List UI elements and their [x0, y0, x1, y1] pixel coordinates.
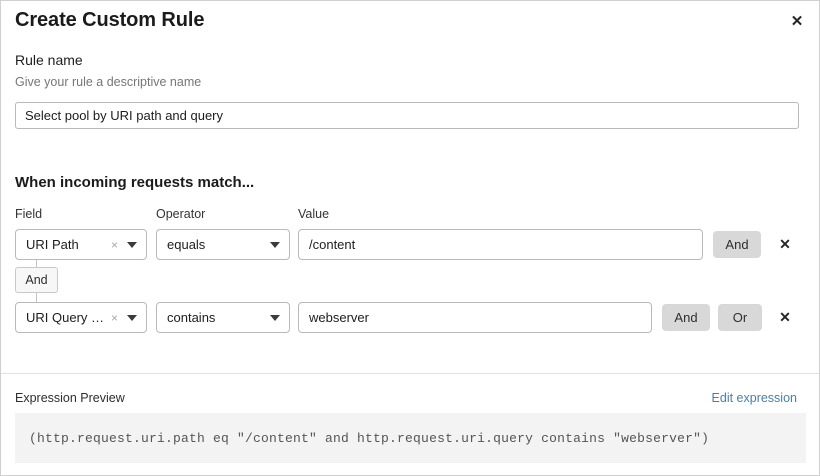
conditions-heading: When incoming requests match... — [15, 174, 255, 191]
field-select-1-label: URI Path — [26, 237, 79, 252]
remove-condition-icon-1[interactable]: ✕ — [773, 232, 797, 256]
chevron-down-icon — [127, 241, 137, 248]
value-input-1[interactable] — [298, 229, 703, 260]
column-header-field: Field — [15, 207, 43, 221]
section-divider — [1, 373, 819, 374]
chevron-down-icon — [270, 241, 280, 248]
logic-and-button-2[interactable]: And — [662, 304, 710, 331]
field-select-1[interactable]: URI Path × — [15, 229, 147, 260]
remove-condition-icon-2[interactable]: ✕ — [773, 305, 797, 329]
column-header-value: Value — [298, 207, 330, 221]
close-icon[interactable]: ✕ — [783, 7, 811, 35]
rule-name-hint: Give your rule a descriptive name — [15, 75, 202, 89]
operator-select-1-label: equals — [167, 237, 206, 252]
rule-name-label: Rule name — [15, 52, 83, 68]
chevron-down-icon — [127, 314, 137, 321]
field-select-2[interactable]: URI Query St... × — [15, 302, 147, 333]
expression-preview-label: Expression Preview — [15, 391, 125, 405]
operator-select-2-label: contains — [167, 310, 216, 325]
edit-expression-link[interactable]: Edit expression — [711, 391, 797, 405]
clear-icon[interactable]: × — [110, 310, 118, 325]
chevron-down-icon — [270, 314, 280, 321]
operator-select-2[interactable]: contains — [156, 302, 290, 333]
expression-preview-code: (http.request.uri.path eq "/content" and… — [29, 430, 710, 446]
logic-and-button-1[interactable]: And — [713, 231, 761, 258]
dialog-title: Create Custom Rule — [15, 9, 205, 31]
operator-select-1[interactable]: equals — [156, 229, 290, 260]
logic-or-button-2[interactable]: Or — [718, 304, 762, 331]
column-header-operator: Operator — [156, 207, 206, 221]
field-select-2-label: URI Query St... — [26, 310, 111, 325]
expression-preview-code-block: (http.request.uri.path eq "/content" and… — [15, 413, 806, 463]
rule-name-input[interactable] — [15, 102, 799, 129]
value-input-2[interactable] — [298, 302, 652, 333]
group-logic-and-chip[interactable]: And — [15, 267, 58, 293]
clear-icon[interactable]: × — [110, 237, 118, 252]
